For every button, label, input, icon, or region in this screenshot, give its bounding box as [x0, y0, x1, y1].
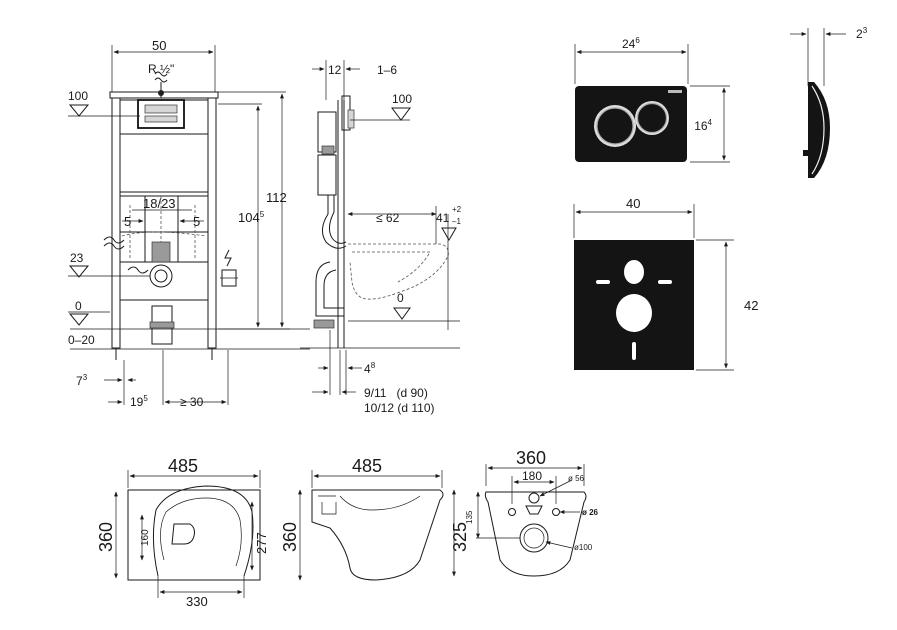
- sound-pad: [573, 204, 734, 371]
- bowl-back-bolt-label: ø 26: [582, 508, 599, 517]
- front-min-spacing-label: ≥ 30: [180, 395, 204, 409]
- flush-depth-label: 23: [856, 26, 868, 41]
- side-bowl-height-tol-down: –1: [452, 217, 461, 226]
- front-height-inner-label: 1045: [238, 210, 265, 225]
- bowl-side-height-front-label: 325: [450, 522, 470, 552]
- side-bowl-depth-label: ≤ 62: [376, 211, 400, 225]
- bowl-top-length-label: 485: [168, 456, 198, 476]
- side-bowl-height-tol-up: +2: [452, 205, 462, 214]
- frame-side-view: [300, 60, 460, 395]
- frame-front-view: [68, 45, 310, 405]
- side-pipe-offset-label: 48: [364, 361, 376, 376]
- bowl-back-view: [476, 464, 587, 577]
- bowl-side-length-label: 485: [352, 456, 382, 476]
- bowl-top-view: [114, 470, 261, 598]
- bowl-back-inlet-label: ø 56: [568, 474, 585, 483]
- bowl-back-outlet-label: ø100: [574, 543, 593, 552]
- front-height-total-label: 112: [266, 190, 287, 205]
- bowl-top-seat-label: 160: [140, 529, 151, 546]
- side-level-top-label: 100: [392, 92, 412, 106]
- flush-plate-front: [574, 44, 730, 163]
- bowl-back-bolt-spacing-label: 180: [522, 469, 542, 483]
- flush-plate-side: [790, 28, 846, 178]
- front-spacing-left-label: 5: [124, 214, 131, 229]
- side-depth-range-label: 1–6: [377, 63, 397, 77]
- bowl-top-width-label: 360: [96, 522, 116, 552]
- side-depth-top-label: 12: [328, 63, 342, 77]
- side-level-floor-label: 0: [397, 291, 404, 305]
- front-width-label: 50: [152, 38, 166, 53]
- bowl-back-outlet-height-label: 135: [465, 510, 474, 524]
- front-thread-label: R ½": [148, 62, 174, 76]
- flush-height-label: 164: [694, 118, 712, 133]
- side-bowl-height-label: 41: [436, 211, 450, 225]
- front-level-top-label: 100: [68, 89, 88, 103]
- front-level-floor-label: 0: [75, 299, 82, 313]
- side-pipe-d90-label: 9/11 (d 90): [364, 386, 428, 400]
- bowl-top-base-label: 330: [186, 594, 208, 609]
- bowl-top-rear-label: 277: [254, 532, 269, 554]
- bowl-side-view: [298, 470, 456, 581]
- front-level-inlet-label: 23: [70, 251, 84, 265]
- pad-width-label: 40: [626, 196, 640, 211]
- pad-height-label: 42: [744, 298, 758, 313]
- front-foot-width-label: 195: [130, 394, 148, 409]
- front-foot-offset-label: 73: [76, 373, 88, 388]
- bowl-side-height-rear-label: 360: [280, 522, 300, 552]
- side-pipe-d110-label: 10/12 (d 110): [364, 401, 435, 415]
- front-spacing-center-label: 18/23: [143, 196, 176, 211]
- front-floor-range-label: 0–20: [68, 333, 95, 347]
- front-spacing-right-label: 5: [193, 214, 200, 229]
- flush-width-label: 246: [622, 36, 640, 51]
- bowl-back-width-label: 360: [516, 448, 546, 468]
